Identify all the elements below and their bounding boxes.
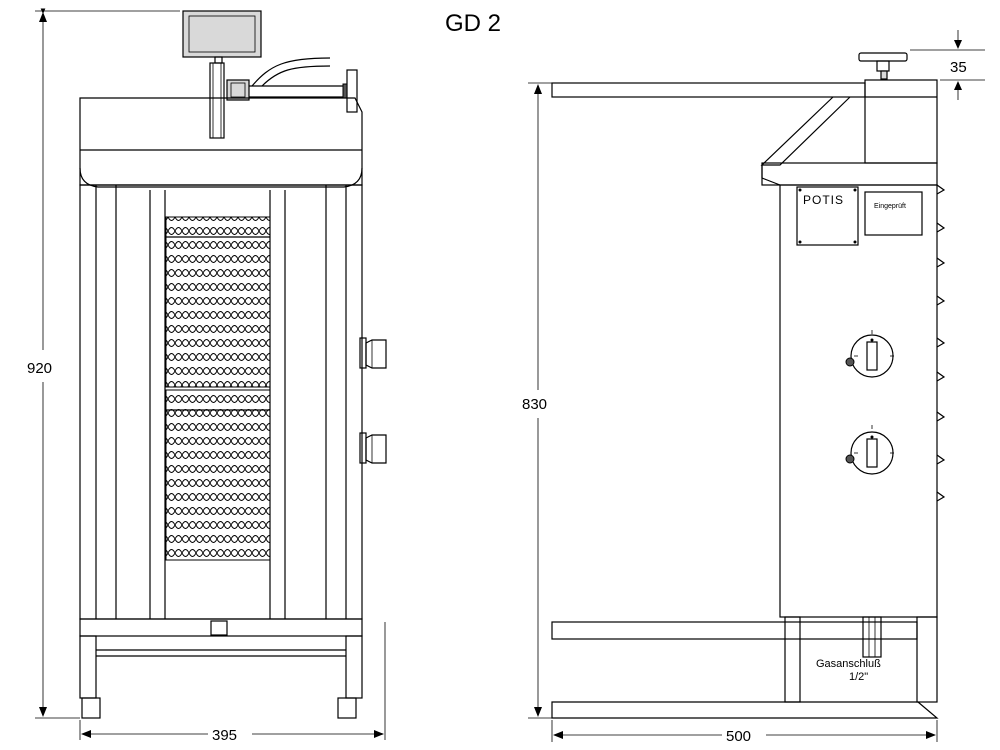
- dimension-front-height: 920: [18, 8, 180, 719]
- ignition-label-text: Eingeprüft: [874, 203, 906, 210]
- control-box: [182, 10, 262, 58]
- front-foot-right: [337, 697, 357, 719]
- side-top-knob: [858, 52, 908, 62]
- dimension-top-offset: 35: [910, 30, 985, 100]
- side-view: POTIS Eingeprüft: [551, 52, 946, 719]
- dim-side-height-label: 830: [522, 396, 547, 413]
- side-cabinet: [779, 184, 938, 618]
- dim-side-width-label: 500: [726, 728, 751, 745]
- burner-mesh-upper: [165, 216, 271, 388]
- dimension-side-width: 500: [551, 720, 938, 745]
- gas-connection-size: 1/2": [849, 671, 868, 683]
- dimension-front-width: 395: [79, 622, 386, 744]
- front-foot-left: [81, 697, 101, 719]
- brand-plate: [796, 186, 859, 246]
- side-lower-rail: [551, 621, 918, 640]
- gas-knob-lower: [845, 425, 894, 475]
- dim-front-width-label: 395: [212, 727, 237, 744]
- brand-plate-text: POTIS: [803, 193, 844, 207]
- ignition-label-box: [864, 191, 923, 236]
- dim-front-height-label: 920: [27, 360, 52, 377]
- dim-top-offset-label: 35: [950, 59, 967, 76]
- spit-hooks: [936, 184, 946, 502]
- drawing-title: GD 2: [445, 10, 501, 37]
- dimension-side-height: 830: [515, 82, 565, 719]
- burner-mesh-lower: [165, 389, 271, 561]
- side-top-rail: [551, 82, 866, 98]
- gas-connection-label: Gasanschluß: [816, 658, 881, 670]
- front-knob-upper: [359, 337, 387, 369]
- side-base: [551, 701, 939, 719]
- front-base-frame: [79, 618, 363, 637]
- front-view: [79, 10, 387, 719]
- front-knob-lower: [359, 432, 387, 464]
- valve-stem: [209, 62, 225, 139]
- gas-knob-upper: [845, 330, 894, 378]
